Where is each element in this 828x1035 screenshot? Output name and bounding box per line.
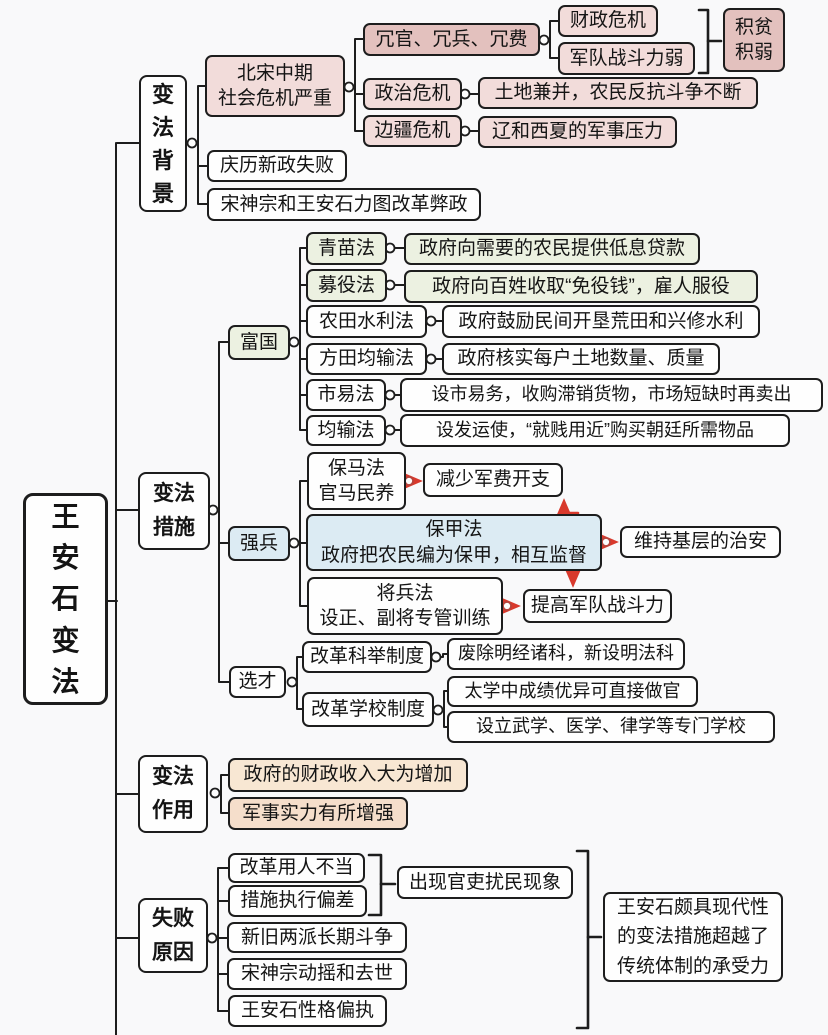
node-school: 改革学校制度: [302, 692, 434, 727]
node-school-desc2: 设立武学、医学、律学等专门学校: [447, 711, 775, 743]
node-fail-harass: 出现官吏扰民现象: [397, 866, 573, 899]
node-xuancai: 选才: [229, 666, 286, 698]
branch-failure: 失败 原因: [138, 898, 208, 973]
node-fuguo: 富国: [228, 325, 290, 360]
red-arrows: [404, 473, 619, 614]
node-effect-military: 军事实力有所增强: [228, 797, 408, 830]
node-fail-zhixing: 措施执行偏差: [228, 885, 367, 917]
bracket-conclusion: [575, 849, 590, 1030]
node-law-qingmiao: 青苗法: [306, 232, 387, 265]
node-land-annex: 土地兼并，农民反抗斗争不断: [478, 77, 758, 109]
node-fail-xingge: 王安石性格偏执: [228, 995, 387, 1027]
node-political-crisis: 政治危机: [363, 78, 462, 110]
node-baoma: 保马法 官马民养: [307, 452, 406, 510]
node-desc-muyi: 政府向百姓收取“免役钱”，雇人服役: [404, 270, 758, 303]
node-desc-shiyi: 设市易务，收购滞销货物，市场短缺时再卖出: [400, 378, 823, 412]
node-crisis: 北宋中期 社会危机严重: [205, 55, 345, 117]
node-qingli: 庆历新政失败: [207, 150, 347, 182]
node-fail-renyong: 改革用人不当: [228, 853, 365, 883]
node-keju-desc: 废除明经诸科，新设明法科: [447, 638, 685, 670]
node-desc-qingmiao: 政府向需要的农民提供低息贷款: [404, 233, 700, 265]
node-fail-shenzong: 宋神宗动摇和去世: [227, 958, 407, 990]
root-node: 王 安 石 变 法: [23, 493, 108, 705]
node-border-crisis: 边疆危机: [363, 115, 462, 147]
node-desc-junshu: 设发运使，“就贱用近”购买朝廷所需物品: [400, 414, 790, 447]
node-jiangbing: 将兵法 设正、副将专管训练: [307, 577, 503, 635]
branch-background: 变 法 背 景: [139, 75, 187, 212]
node-law-muyi: 募役法: [306, 269, 387, 302]
node-reduce-cost: 减少军费开支: [423, 463, 563, 497]
node-combat: 提高军队战斗力: [523, 589, 672, 623]
node-fail-douzheng: 新旧两派长期斗争: [227, 922, 407, 953]
node-effect-fiscal: 政府的财政收入大为增加: [228, 758, 468, 792]
brackets: [367, 8, 723, 1030]
node-jipin-jiruo: 积贫 积弱: [723, 8, 785, 72]
node-fail-conclusion: 王安石颇具现代性 的变法措施超越了 传统体制的承受力: [603, 892, 783, 982]
bracket-jipin: [697, 8, 710, 75]
node-baojia: 保甲法 政府把农民编为保甲，相互监督: [306, 514, 602, 571]
node-school-desc1: 太学中成绩优异可直接做官: [447, 676, 698, 707]
node-law-fangtian: 方田均输法: [306, 343, 427, 375]
node-shenzong: 宋神宗和王安石力图改革弊政: [207, 188, 481, 221]
branch-measures: 变法 措施: [138, 472, 210, 550]
node-qiangbing: 强兵: [228, 526, 290, 561]
arrow-baojia-reduce: [556, 498, 580, 517]
node-liao-xixia: 辽和西夏的军事压力: [478, 116, 677, 148]
bracket-harass: [367, 853, 383, 917]
node-army-weak: 军队战斗力弱: [558, 42, 695, 75]
branch-effects: 变法 作用: [138, 755, 208, 833]
node-law-shiyi: 市易法: [306, 379, 386, 411]
node-desc-nongtian: 政府鼓励民间开垦荒田和兴修水利: [442, 305, 760, 338]
node-keju: 改革科举制度: [302, 641, 432, 673]
node-law-junshu: 均输法: [306, 415, 386, 446]
node-fiscal-crisis: 财政危机: [558, 5, 658, 37]
node-desc-fangtian: 政府核实每户土地数量、质量: [442, 343, 720, 375]
node-sanrong: 冗官、冗兵、冗费: [363, 23, 540, 56]
node-security: 维持基层的治安: [620, 526, 781, 558]
node-law-nongtian: 农田水利法: [306, 305, 427, 338]
